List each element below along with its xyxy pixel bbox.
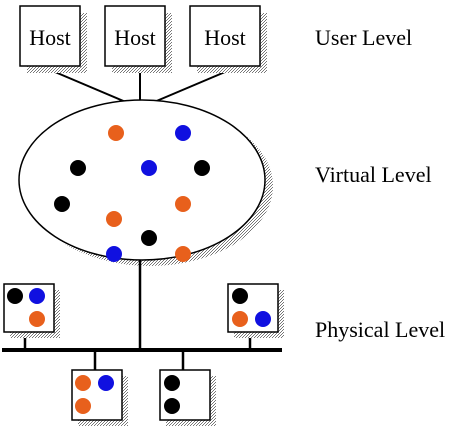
virtual-node-black: [194, 160, 210, 176]
virtual-node-blue: [106, 246, 122, 262]
physical-node-group: [7, 288, 271, 414]
virtual-node-orange: [175, 196, 191, 212]
physical-node-blue: [29, 288, 45, 304]
physical-node-black: [164, 375, 180, 391]
virtual-node-black: [54, 196, 70, 212]
virtual-node-blue: [141, 160, 157, 176]
virtual-node-orange: [106, 211, 122, 227]
virtual-node-orange: [175, 246, 191, 262]
physical-node-black: [164, 398, 180, 414]
host-label-3: Host: [204, 25, 246, 50]
virtual-node-group: [54, 125, 210, 262]
user-level-label: User Level: [315, 25, 412, 50]
host-box-1: Host: [19, 5, 87, 73]
virtual-node-blue: [175, 125, 191, 141]
physical-node-orange: [29, 311, 45, 327]
host-box-2: Host: [104, 5, 172, 73]
host-label-2: Host: [114, 25, 156, 50]
physical-node-blue: [255, 311, 271, 327]
virtual-node-black: [141, 230, 157, 246]
virtual-level-label: Virtual Level: [315, 162, 432, 187]
physical-node-black: [232, 288, 248, 304]
physical-node-black: [7, 288, 23, 304]
host-box-3: Host: [189, 5, 267, 73]
physical-node-blue: [98, 375, 114, 391]
virtual-node-black: [70, 160, 86, 176]
host-row: Host Host Host: [19, 5, 267, 73]
virtual-cloud: [18, 99, 273, 266]
physical-machines: [3, 283, 284, 426]
physical-node-orange: [232, 311, 248, 327]
physical-node-orange: [75, 375, 91, 391]
physical-node-orange: [75, 398, 91, 414]
host-label-1: Host: [29, 25, 71, 50]
virtual-node-orange: [108, 125, 124, 141]
physical-level-label: Physical Level: [315, 317, 445, 342]
